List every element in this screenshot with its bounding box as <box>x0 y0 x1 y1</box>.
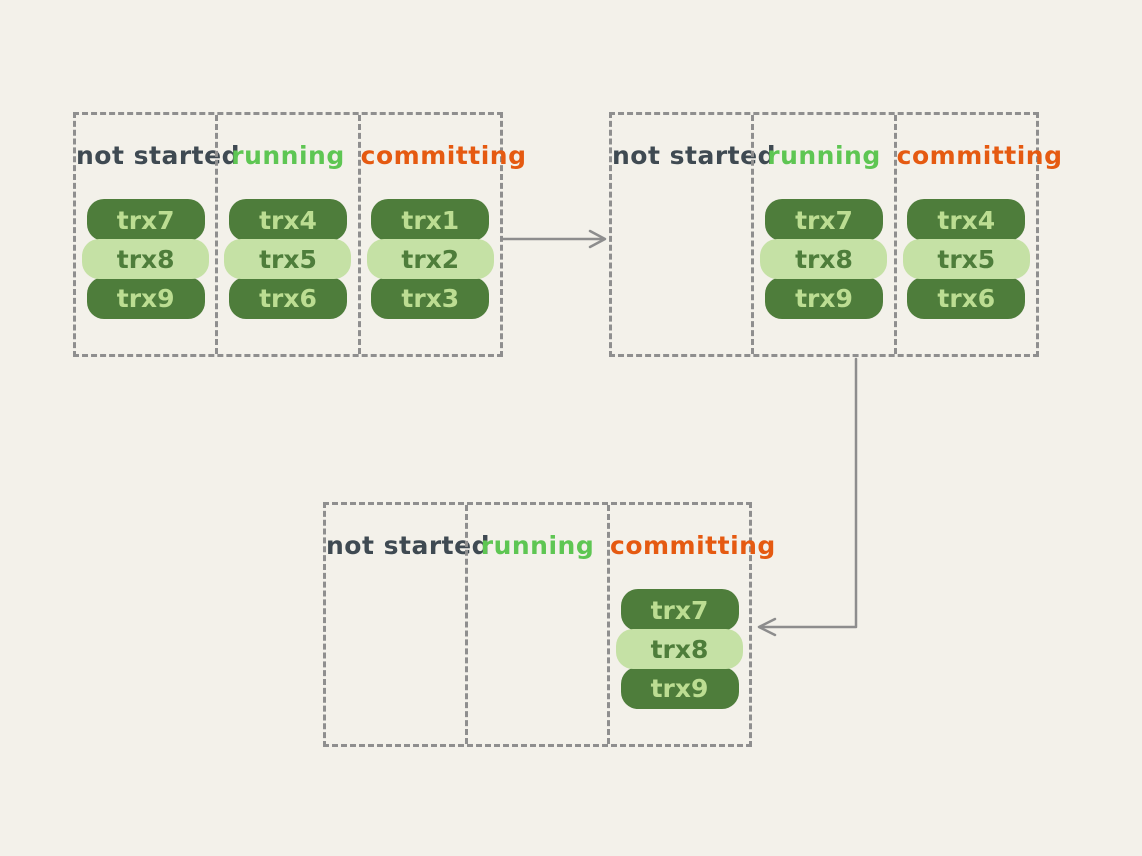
transaction-pill-trx9: trx9 <box>620 667 739 709</box>
transaction-pill-trx7: trx7 <box>620 589 739 631</box>
transaction-pill-trx7: trx7 <box>86 199 205 241</box>
state-column-not-started: not started <box>326 505 490 744</box>
transaction-pill-trx5: trx5 <box>224 239 352 279</box>
state-label-not-started: not started <box>76 141 240 170</box>
transaction-pill-trx4: trx4 <box>907 199 1026 241</box>
transaction-pill-trx9: trx9 <box>764 277 883 319</box>
state-label-not-started: not started <box>326 531 490 560</box>
state-label-committing: committing <box>610 531 776 560</box>
state-label-committing: committing <box>896 141 1063 170</box>
state-label-running: running <box>767 141 881 170</box>
transaction-pill-trx8: trx8 <box>82 239 210 279</box>
state-column-not-started: not started <box>612 115 776 354</box>
transaction-pill-trx6: trx6 <box>907 277 1026 319</box>
state-label-running: running <box>480 531 595 560</box>
arrow-step1-to-step2-icon <box>501 229 607 249</box>
state-column-running: running <box>465 505 607 744</box>
transaction-pill-trx9: trx9 <box>86 277 205 319</box>
transaction-pill-trx6: trx6 <box>228 277 347 319</box>
transaction-pill-trx8: trx8 <box>616 629 743 669</box>
transaction-pill-trx1: trx1 <box>371 199 490 241</box>
transaction-pill-trx4: trx4 <box>228 199 347 241</box>
state-label-not-started: not started <box>612 141 776 170</box>
transaction-pill-trx8: trx8 <box>760 239 888 279</box>
transaction-pill-trx2: trx2 <box>366 239 494 279</box>
transaction-pill-trx7: trx7 <box>764 199 883 241</box>
state-label-committing: committing <box>360 141 527 170</box>
state-label-running: running <box>231 141 345 170</box>
transaction-pill-trx3: trx3 <box>371 277 490 319</box>
arrow-step2-to-step3-icon <box>757 357 858 637</box>
transaction-pill-trx5: trx5 <box>902 239 1030 279</box>
